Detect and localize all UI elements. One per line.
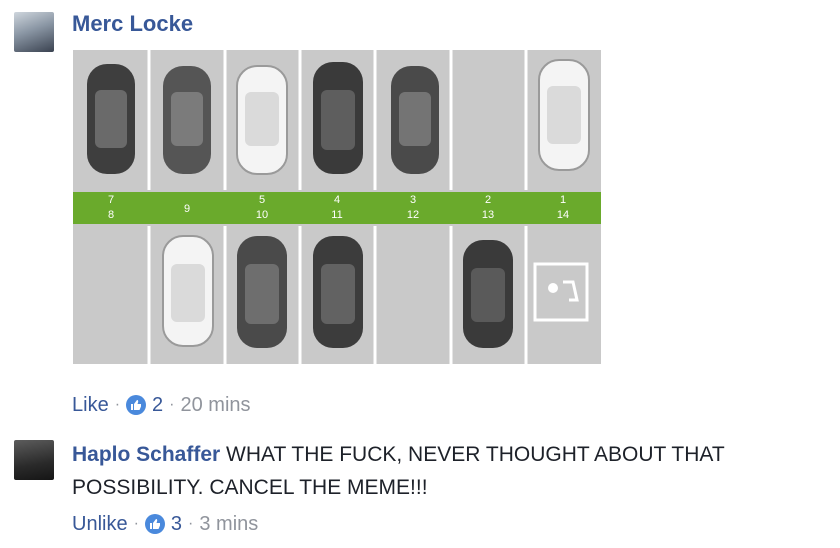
spot-number: 12 xyxy=(407,209,419,221)
parking-lot-illustration: 7 5 4 3 2 1 8 9 10 11 12 13 14 xyxy=(73,50,601,364)
unlike-link[interactable]: Unlike xyxy=(72,513,128,535)
spot-number: 14 xyxy=(557,209,569,221)
thumbs-up-icon[interactable] xyxy=(144,514,165,534)
comment-actions: Unlike · 3 · 3 mins xyxy=(72,511,258,537)
spot-number: 10 xyxy=(256,209,268,221)
reaction-count[interactable]: 3 xyxy=(170,513,183,535)
thumbs-up-icon[interactable] xyxy=(126,395,147,415)
spot-number: 13 xyxy=(482,209,494,221)
separator-dot: · xyxy=(133,515,139,532)
comment-author[interactable]: Merc Locke xyxy=(72,11,194,36)
green-lane xyxy=(73,192,601,224)
comment-actions: Like · 2 · 20 mins xyxy=(72,392,251,418)
spot-number: 2 xyxy=(485,194,491,206)
separator-dot: · xyxy=(169,396,175,413)
spot-number: 1 xyxy=(560,194,566,206)
spot-number: 8 xyxy=(108,209,114,221)
disabled-parking-icon xyxy=(533,262,589,322)
bottom-row-cars xyxy=(162,235,589,348)
comment-body: Haplo Schaffer WHAT THE FUCK, NEVER THOU… xyxy=(72,438,725,471)
comment-author[interactable]: Haplo Schaffer xyxy=(72,443,221,466)
spot-number: 4 xyxy=(334,194,340,206)
spot-number: 9 xyxy=(184,203,190,215)
separator-dot: · xyxy=(188,515,194,532)
like-link[interactable]: Like xyxy=(72,394,109,416)
comment-text-line2: POSSIBILITY. CANCEL THE MEME!!! xyxy=(72,476,428,499)
comment-text-line1: WHAT THE FUCK, NEVER THOUGHT ABOUT THAT xyxy=(226,443,725,466)
spot-number: 11 xyxy=(331,209,342,221)
spot-number: 5 xyxy=(259,194,265,206)
comment-image-parking-lot[interactable]: 7 5 4 3 2 1 8 9 10 11 12 13 14 xyxy=(73,50,601,364)
timestamp[interactable]: 3 mins xyxy=(199,513,259,535)
avatar-haplo-schaffer[interactable] xyxy=(14,440,54,480)
spot-number: 7 xyxy=(108,194,114,206)
avatar-merc-locke[interactable] xyxy=(14,12,54,52)
reaction-count[interactable]: 2 xyxy=(152,394,164,416)
top-row-cars xyxy=(87,59,590,175)
spot-number: 3 xyxy=(410,194,416,206)
separator-dot: · xyxy=(114,396,121,413)
timestamp[interactable]: 20 mins xyxy=(180,394,251,416)
